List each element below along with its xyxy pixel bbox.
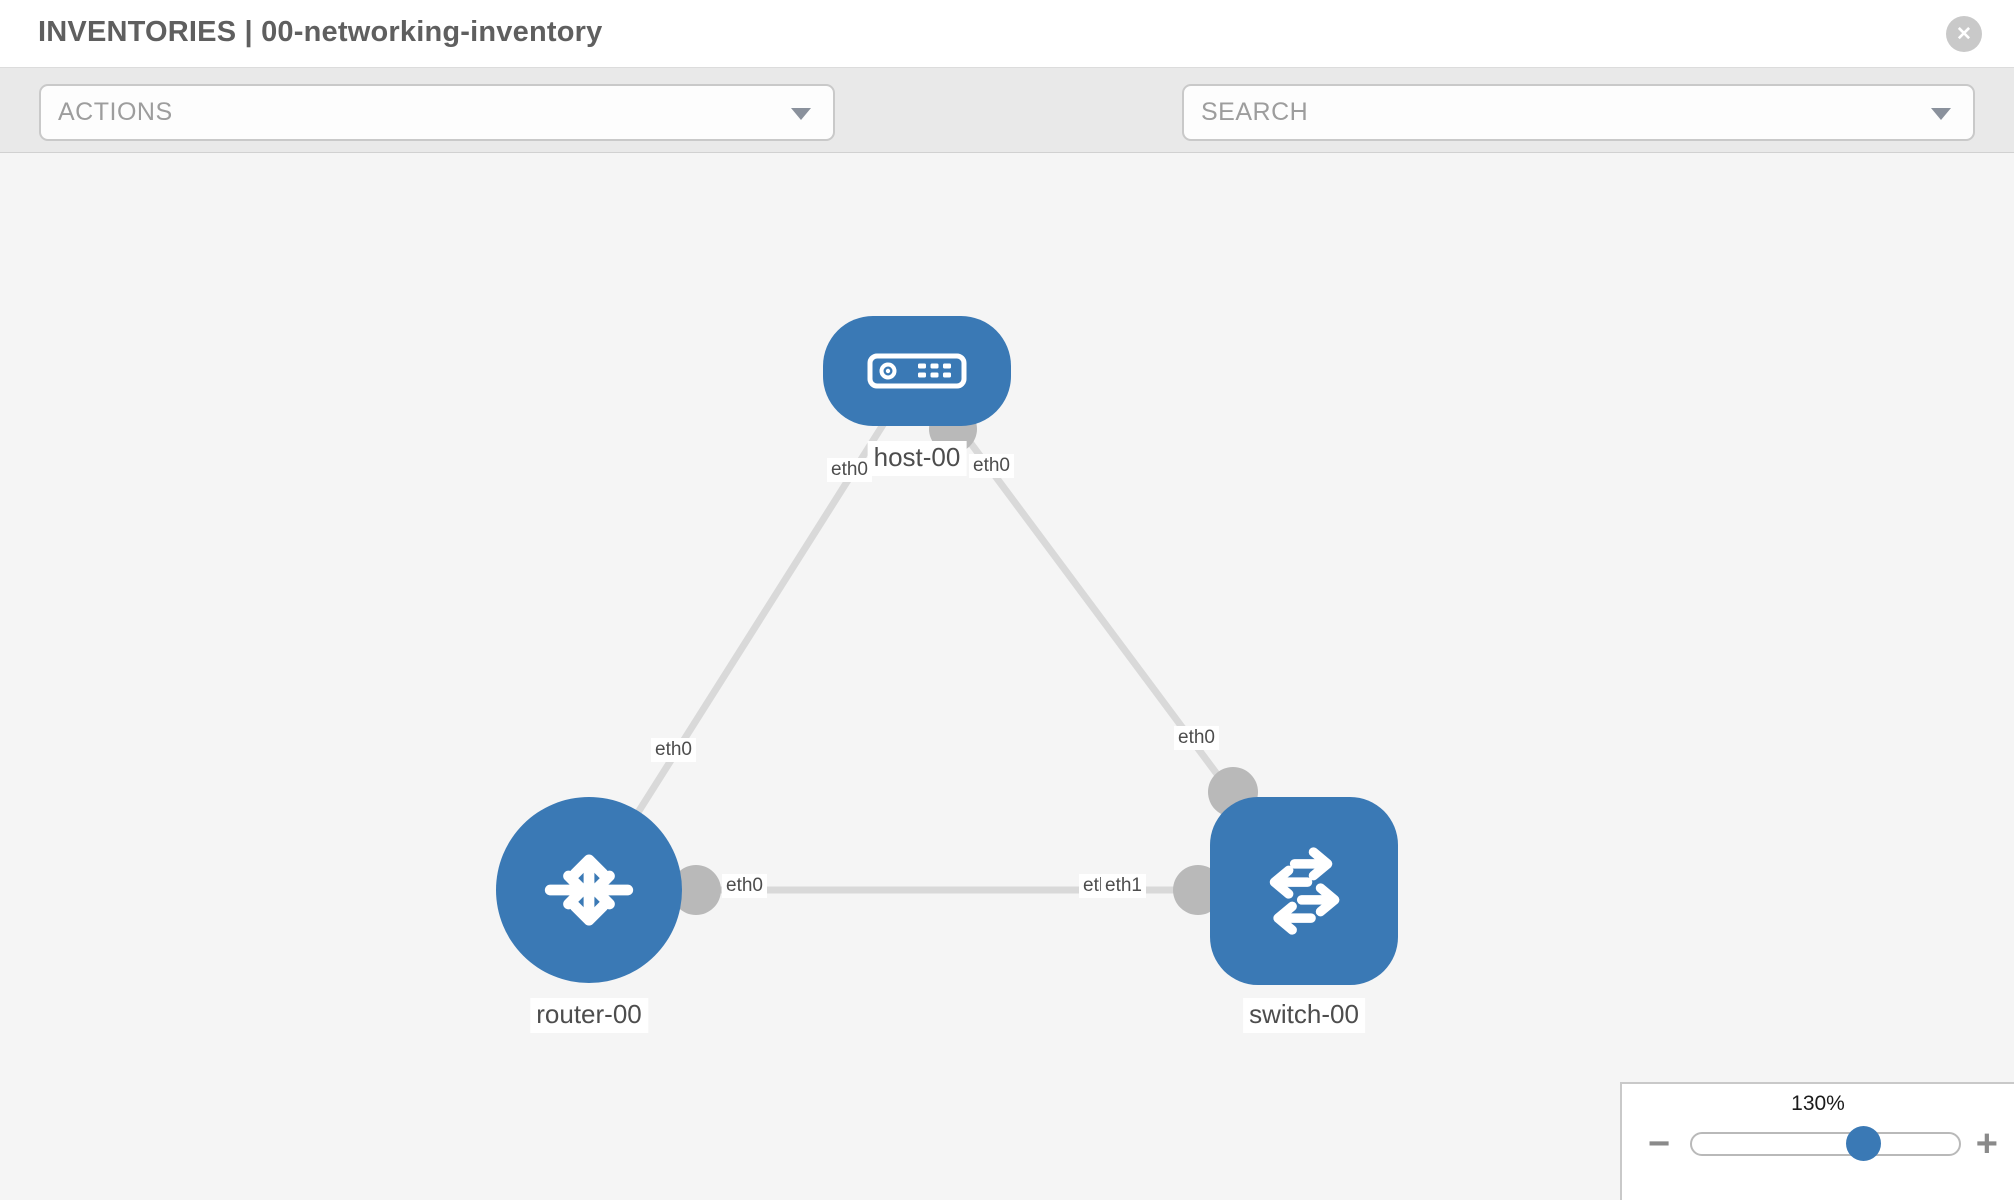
node-host-00[interactable] — [823, 316, 1011, 426]
links-layer — [586, 368, 1307, 915]
iface-label-router-switch-switch-side-front: eth1 — [1101, 874, 1146, 898]
router-icon — [544, 854, 634, 926]
zoom-control-panel: 130% − + — [1620, 1082, 2014, 1200]
close-button[interactable]: ✕ — [1946, 16, 1982, 52]
zoom-slider-thumb[interactable] — [1846, 1126, 1881, 1161]
node-switch-00[interactable] — [1210, 797, 1398, 985]
node-label-host: host-00 — [867, 441, 967, 476]
link-host-router[interactable] — [586, 369, 920, 892]
port-router-right — [671, 865, 721, 915]
iface-label-router-switch-router-side: eth0 — [722, 874, 767, 898]
switch-icon — [1269, 847, 1340, 935]
actions-dropdown-placeholder: ACTIONS — [58, 98, 173, 126]
iface-label-host-switch-host-side: eth0 — [969, 454, 1014, 478]
iface-label-host-router-host-side: eth0 — [827, 458, 872, 482]
close-icon: ✕ — [1956, 23, 1972, 45]
zoom-level-value: 130% — [1791, 1092, 1845, 1115]
node-label-router: router-00 — [530, 998, 648, 1033]
chevron-down-icon — [1931, 107, 1951, 120]
search-dropdown-placeholder: SEARCH — [1201, 98, 1309, 126]
iface-label-host-switch-switch-side: eth0 — [1174, 726, 1219, 750]
zoom-in-button[interactable]: + — [1975, 1123, 1998, 1165]
zoom-out-button[interactable]: − — [1648, 1123, 1671, 1165]
page-title: INVENTORIES | 00-networking-inventory — [38, 16, 603, 48]
iface-label-host-router-router-side: eth0 — [651, 738, 696, 762]
chevron-down-icon — [791, 107, 811, 120]
node-label-switch: switch-00 — [1243, 998, 1365, 1033]
node-router-00[interactable] — [496, 797, 682, 983]
actions-dropdown[interactable]: ACTIONS — [39, 84, 835, 141]
header: INVENTORIES | 00-networking-inventory ✕ — [0, 0, 2014, 67]
toolbar: ACTIONS SEARCH — [0, 67, 2014, 198]
host-icon — [867, 353, 967, 389]
zoom-slider[interactable] — [1690, 1126, 1961, 1161]
topology-canvas[interactable]: host-00 router-00 switch-00 eth0 eth0 et… — [0, 153, 2014, 1200]
search-dropdown[interactable]: SEARCH — [1182, 84, 1975, 141]
